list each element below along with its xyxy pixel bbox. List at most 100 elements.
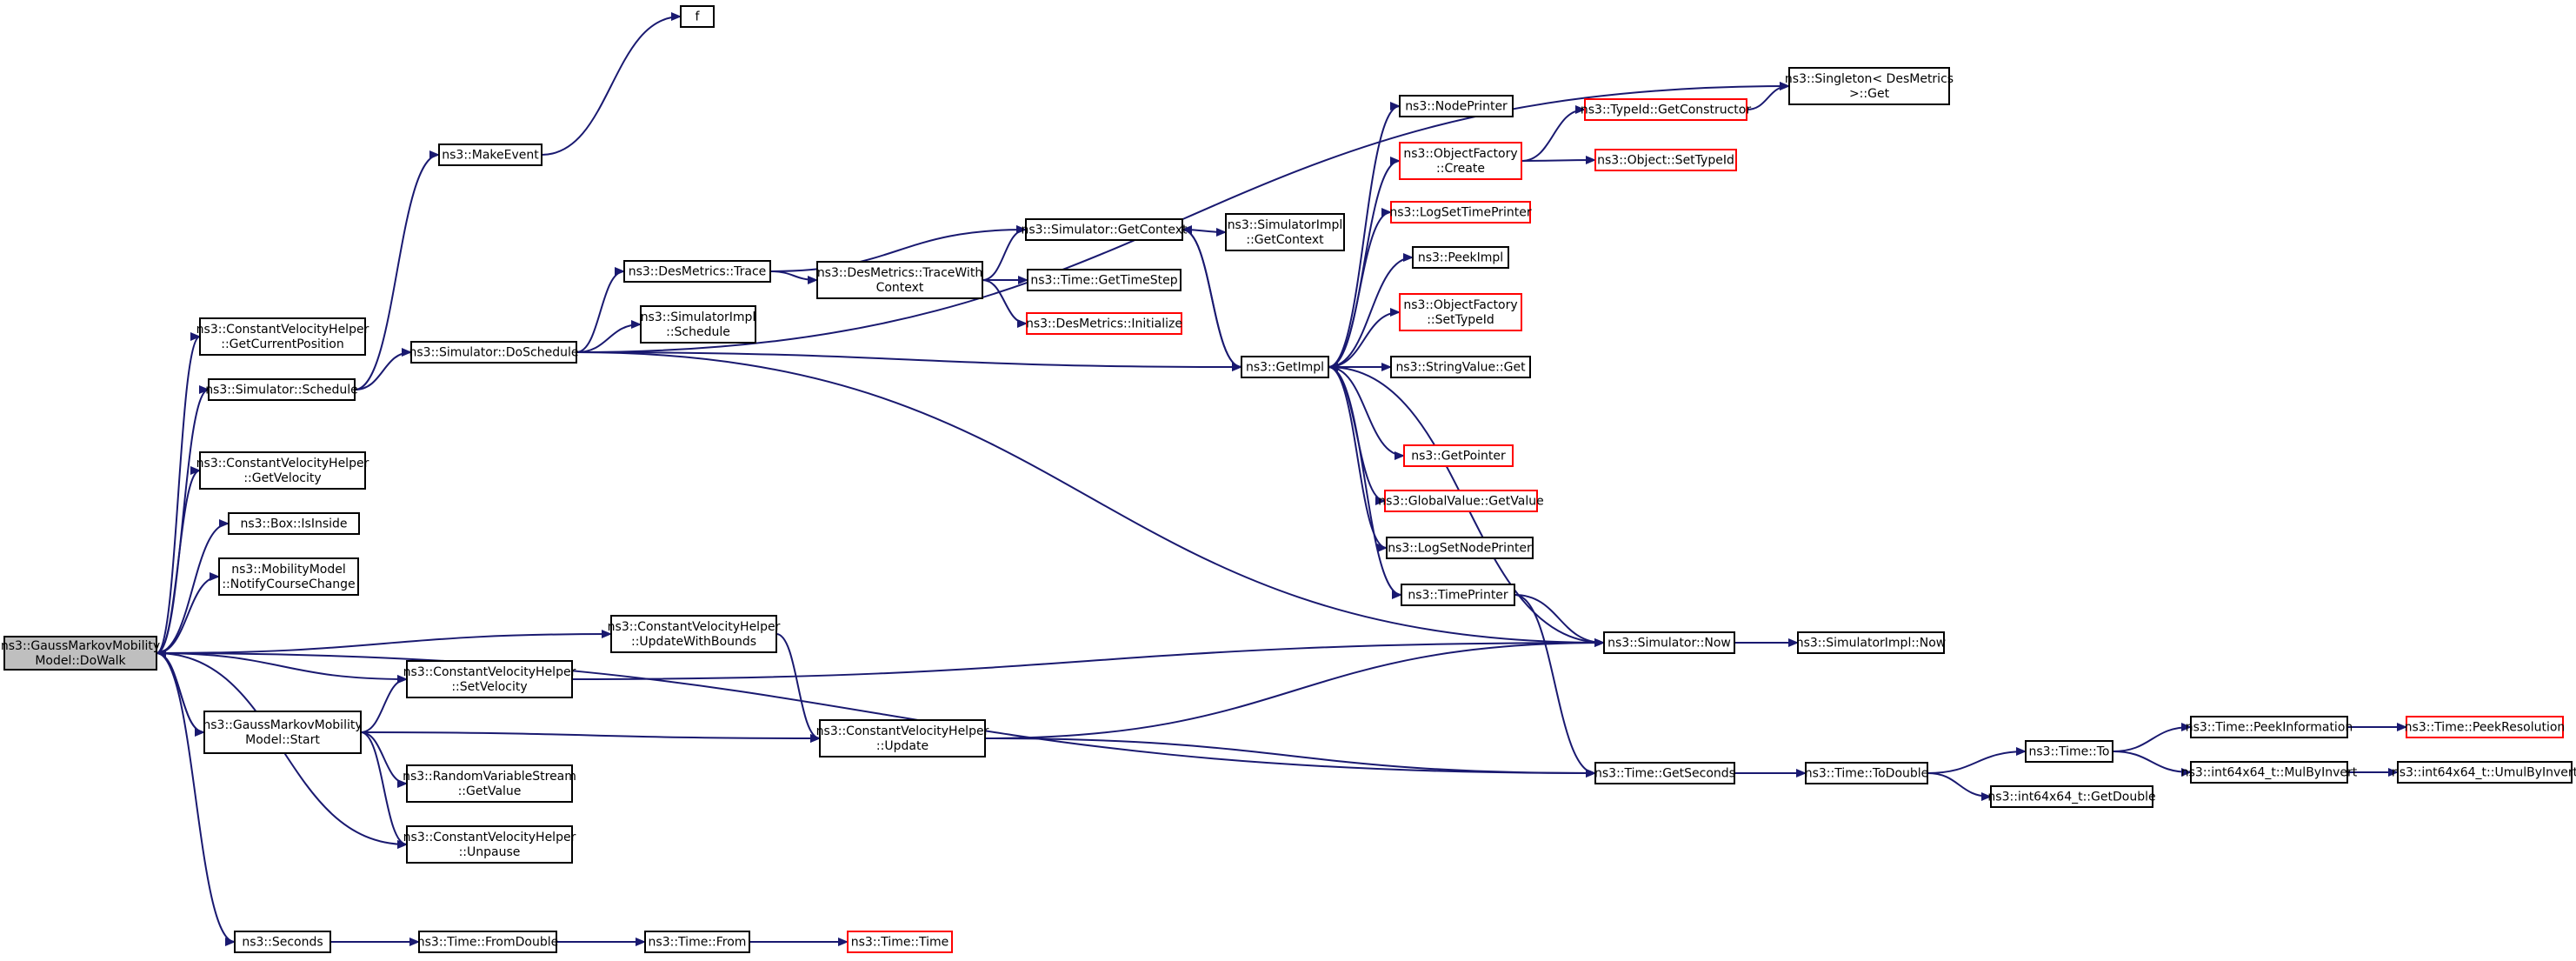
node-sim-now[interactable]: ns3::Simulator::Now [1603, 631, 1735, 654]
node-label: ns3::DesMetrics::Trace [629, 265, 767, 279]
node-cvh-getvel[interactable]: ns3::ConstantVelocityHelper::GetVelocity [196, 451, 369, 490]
node-cvh-setvel[interactable]: ns3::ConstantVelocityHelper::SetVelocity [403, 660, 576, 698]
call-edge-cvh-update-to-sim-now [984, 638, 1605, 739]
call-edge-typeid-getctor-to-singleton-get [1746, 82, 1790, 110]
node-typeid-getctor[interactable]: ns3::TypeId::GetConstructor [1581, 98, 1751, 121]
node-sim-getctx[interactable]: ns3::Simulator::GetContext [1021, 218, 1188, 241]
node-dm-trace[interactable]: ns3::DesMetrics::Trace [623, 260, 771, 283]
node-int64-umulbyinv[interactable]: ns3::int64x64_t::UmulByInvert [2392, 761, 2576, 784]
call-edge-gmm-start-to-rvs-getval [360, 731, 408, 788]
call-edge-getimpl-to-getpointer [1328, 366, 1405, 460]
node-int64-getdouble[interactable]: ns3::int64x64_t::GetDouble [1987, 785, 2156, 808]
node-logsettimeprinter[interactable]: ns3::LogSetTimePrinter [1389, 201, 1532, 224]
node-box [1241, 356, 1329, 378]
node-objf-create[interactable]: ns3::ObjectFactory::Create [1399, 142, 1522, 180]
node-box [1990, 785, 2153, 808]
call-edge-dm-tracewith-to-sim-getctx [982, 225, 1027, 281]
node-timeprinter[interactable]: ns3::TimePrinter [1401, 584, 1515, 606]
call-edge-cvh-update-to-time-getseconds [984, 737, 1596, 777]
node-box [1386, 537, 1534, 559]
node-box [1390, 356, 1531, 378]
function-nodes: ns3::GaussMarkovMobilityModel::DoWalkns3… [1, 5, 2576, 953]
node-simimpl-sched[interactable]: ns3::SimulatorImpl::Schedule [640, 305, 756, 344]
node-singleton-get[interactable]: ns3::Singleton< DesMetrics >::Get [1785, 67, 1954, 105]
node-label: ns3::DesMetrics::Initialize [1026, 317, 1182, 331]
node-time-peekres[interactable]: ns3::Time::PeekResolution [2405, 716, 2566, 738]
node-label: ns3::Time::ToDouble [1805, 767, 1929, 781]
node-objf-settypeid[interactable]: ns3::ObjectFactory::SetTypeId [1399, 293, 1522, 331]
node-getimpl[interactable]: ns3::GetImpl [1241, 356, 1329, 378]
node-time-time[interactable]: ns3::Time::Time [847, 931, 953, 953]
node-logsetnodeprinter[interactable]: ns3::LogSetNodePrinter [1386, 537, 1534, 559]
node-label: ns3::MakeEvent [442, 149, 539, 163]
node-label: ns3::Time::From [649, 936, 747, 950]
node-box [816, 261, 983, 299]
node-label: ns3::TimePrinter [1408, 589, 1508, 603]
node-time-from[interactable]: ns3::Time::From [644, 931, 750, 953]
call-edge-getimpl-to-objf-create [1328, 157, 1401, 368]
node-cvh-getpos[interactable]: ns3::ConstantVelocityHelper::GetCurrentP… [196, 317, 369, 356]
node-mm-notify[interactable]: ns3::MobilityModel::NotifyCourseChange [218, 557, 359, 596]
call-edge-gmm-start-to-cvh-setvel [360, 675, 408, 733]
node-time-getstep[interactable]: ns3::Time::GetTimeStep [1027, 269, 1181, 291]
call-edge-gmm-start-to-cvh-update [360, 731, 821, 743]
node-label: ns3::Time::GetTimeStep [1030, 274, 1177, 288]
call-edge-make-event-to-f [541, 12, 682, 156]
node-time-todouble[interactable]: ns3::Time::ToDouble [1805, 762, 1929, 784]
node-box [1026, 312, 1182, 335]
node-make-event[interactable]: ns3::MakeEvent [438, 143, 542, 166]
node-time-getseconds[interactable]: ns3::Time::GetSeconds [1594, 762, 1735, 784]
node-dm-init[interactable]: ns3::DesMetrics::Initialize [1026, 312, 1182, 335]
node-time-peekinfo[interactable]: ns3::Time::PeekInformation [2186, 716, 2353, 738]
call-edge-timeprinter-to-sim-now [1514, 594, 1605, 647]
node-box [640, 305, 756, 344]
node-box [623, 260, 771, 283]
node-seconds[interactable]: ns3::Seconds [234, 931, 331, 953]
node-stringvalue-get[interactable]: ns3::StringValue::Get [1390, 356, 1531, 378]
node-getpointer[interactable]: ns3::GetPointer [1403, 444, 1514, 467]
node-box [1594, 149, 1737, 171]
node-label: ns3::LogSetNodePrinter [1388, 542, 1532, 556]
node-sim-sched[interactable]: ns3::Simulator::Schedule [205, 378, 358, 401]
node-box [1584, 98, 1747, 121]
node-label: ns3::GlobalValue::GetValue [1378, 495, 1543, 509]
node-label: ns3::GetImpl [1246, 361, 1324, 375]
node-sim-dosched[interactable]: ns3::Simulator::DoSchedule [409, 341, 579, 364]
node-simimpl-now[interactable]: ns3::SimulatorImpl::Now [1796, 631, 1947, 654]
node-time-to[interactable]: ns3::Time::To [2025, 740, 2113, 763]
node-rvs-getval[interactable]: ns3::RandomVariableStream::GetValue [403, 764, 576, 803]
node-cvh-unpause[interactable]: ns3::ConstantVelocityHelper::Unpause [403, 825, 576, 864]
node-box [2190, 761, 2348, 784]
node-box [438, 143, 542, 166]
node-globalvalue-get[interactable]: ns3::GlobalValue::GetValue [1378, 490, 1544, 512]
node-box [644, 931, 750, 953]
node-label: ns3::GetPointer [1411, 450, 1506, 464]
node-label: ns3::RandomVariableStream [403, 770, 576, 784]
node-label: ::Create [1436, 162, 1485, 176]
node-time-fromdouble[interactable]: ns3::Time::FromDouble [417, 931, 559, 953]
node-box [1401, 584, 1515, 606]
node-label: ns3::Simulator::Schedule [205, 384, 358, 397]
call-edge-getimpl-to-objf-settypeid [1328, 308, 1401, 368]
node-box-inside[interactable]: ns3::Box::IsInside [228, 512, 360, 535]
call-edge-getimpl-to-peekimpl [1328, 253, 1414, 368]
node-label: ns3::int64x64_t::MulByInvert [2181, 766, 2358, 780]
call-edge-cvh-updbounds-to-cvh-update [775, 633, 821, 743]
node-f[interactable]: f [680, 5, 715, 28]
node-label: ::GetValue [458, 784, 522, 798]
node-label: ns3::ConstantVelocityHelper [403, 665, 576, 679]
call-edge-time-todouble-to-time-to [1927, 747, 2027, 774]
node-box [1788, 67, 1950, 105]
node-peekimpl[interactable]: ns3::PeekImpl [1412, 246, 1509, 269]
node-object-settypeid[interactable]: ns3::Object::SetTypeId [1594, 149, 1737, 171]
node-int64-mulbyinv[interactable]: ns3::int64x64_t::MulByInvert [2181, 761, 2358, 784]
call-edge-dm-trace-to-dm-tracewith [769, 270, 818, 284]
node-nodeprinter[interactable]: ns3::NodePrinter [1399, 95, 1514, 117]
node-label: f [696, 10, 701, 24]
node-cvh-update[interactable]: ns3::ConstantVelocityHelper::Update [816, 719, 989, 757]
node-simimpl-getctx[interactable]: ns3::SimulatorImpl::GetContext [1225, 213, 1345, 251]
node-cvh-updbounds[interactable]: ns3::ConstantVelocityHelper::UpdateWithB… [608, 615, 781, 653]
